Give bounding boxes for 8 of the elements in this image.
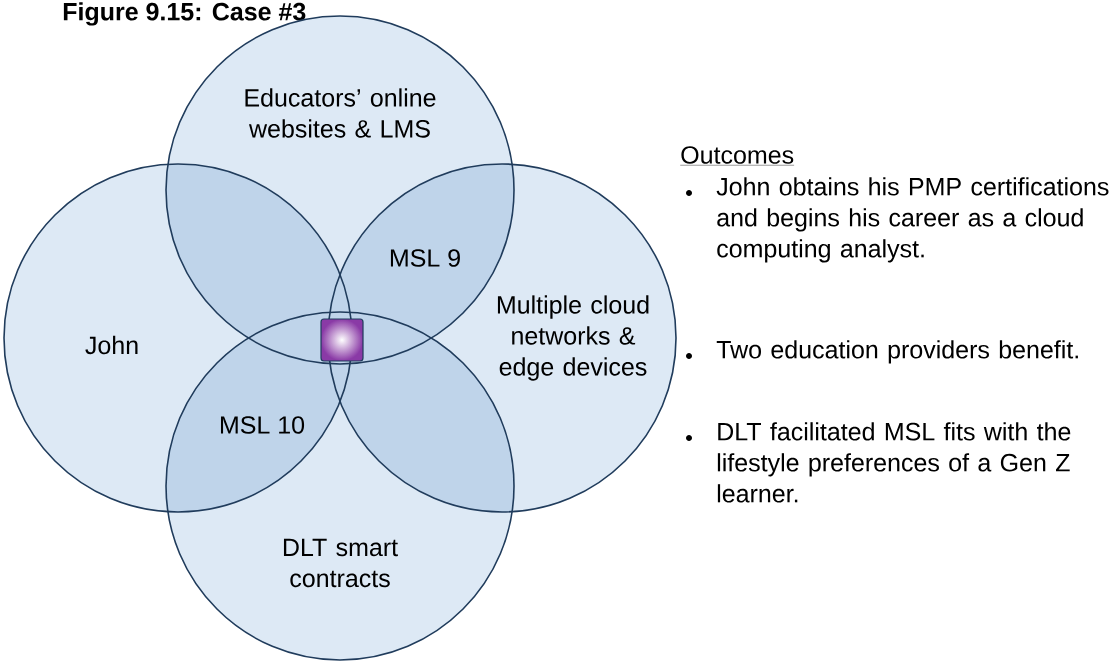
- figure-title: Figure 9.15: Case #3: [63, 2, 306, 26]
- center-square: [320, 318, 364, 362]
- overlap-label: MSL 10: [221, 416, 305, 434]
- bullet-text: Two education providers benefit.: [716, 340, 1078, 364]
- outcomes-heading: Outcomes: [680, 146, 795, 166]
- overlap-label: MSL 9: [390, 249, 460, 267]
- bullet-text: DLT facilitated MSL fits with the lifestyle preferences of a Gen Z learner.: [717, 422, 1071, 503]
- bullet-text: John obtains his PMP certifications and begins his career as a cloud computing analyst.: [716, 177, 1109, 263]
